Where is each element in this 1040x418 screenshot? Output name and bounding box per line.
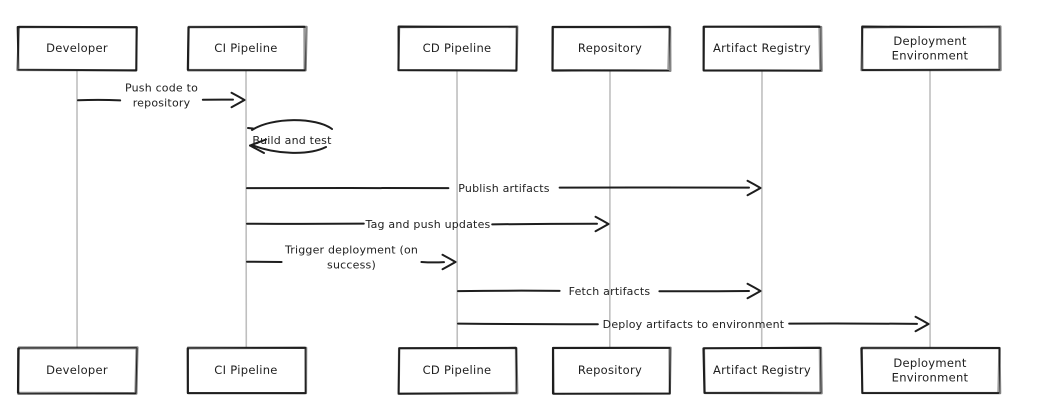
message-label-publish-artifacts: Publish artifacts: [458, 182, 550, 195]
message-label-trigger-deployment: Trigger deployment (on: [284, 244, 418, 257]
message-label-trigger-deployment: success): [327, 259, 376, 272]
participant-label-developer: Developer: [46, 41, 108, 55]
participant-box-bottom-ci[interactable]: CI Pipeline: [186, 346, 308, 395]
participant-box-top-ci[interactable]: CI Pipeline: [186, 25, 308, 72]
message-tag-and-push-updates[interactable]: Tag and push updates: [246, 215, 610, 233]
participant-box-top-repository[interactable]: Repository: [551, 25, 672, 73]
participant-label-deploy: Environment: [892, 370, 969, 384]
participant-box-top-registry[interactable]: Artifact Registry: [702, 25, 823, 72]
participant-label-cd: CD Pipeline: [423, 41, 492, 55]
participant-label-repository: Repository: [578, 41, 642, 55]
participant-box-bottom-cd[interactable]: CD Pipeline: [397, 346, 519, 395]
message-publish-artifacts[interactable]: Publish artifacts: [246, 179, 762, 197]
message-label-tag-and-push-updates: Tag and push updates: [365, 218, 491, 231]
participant-label-deploy: Deployment: [893, 34, 967, 48]
message-label-push-code: repository: [133, 97, 191, 110]
participant-label-registry: Artifact Registry: [713, 41, 811, 55]
participant-box-bottom-registry[interactable]: Artifact Registry: [702, 346, 823, 395]
message-label-push-code: Push code to: [125, 82, 198, 95]
participant-label-repository: Repository: [578, 363, 642, 377]
message-label-build-and-test: Build and test: [252, 134, 332, 147]
participant-label-deploy: Deployment: [893, 356, 967, 370]
message-build-and-test[interactable]: Build and test: [247, 119, 333, 154]
participant-box-top-cd[interactable]: CD Pipeline: [397, 25, 519, 72]
participant-box-bottom-developer[interactable]: Developer: [16, 346, 139, 396]
message-label-deploy-artifacts: Deploy artifacts to environment: [603, 318, 785, 331]
participant-label-deploy: Environment: [892, 48, 969, 62]
participant-label-cd: CD Pipeline: [423, 363, 492, 377]
message-fetch-artifacts[interactable]: Fetch artifacts: [457, 282, 762, 300]
message-push-code[interactable]: Push code to repository: [77, 82, 246, 110]
participant-label-ci: CI Pipeline: [214, 41, 277, 55]
participant-label-registry: Artifact Registry: [713, 363, 811, 377]
message-deploy-artifacts[interactable]: Deploy artifacts to environment: [457, 315, 930, 333]
message-label-fetch-artifacts: Fetch artifacts: [569, 285, 651, 298]
message-trigger-deployment[interactable]: Trigger deployment (on success): [246, 244, 457, 272]
participant-box-top-developer[interactable]: Developer: [16, 25, 138, 72]
participant-label-developer: Developer: [46, 363, 108, 377]
participant-box-bottom-repository[interactable]: Repository: [551, 346, 672, 396]
lifelines-layer: [76, 69, 931, 349]
participant-label-ci: CI Pipeline: [214, 363, 277, 377]
